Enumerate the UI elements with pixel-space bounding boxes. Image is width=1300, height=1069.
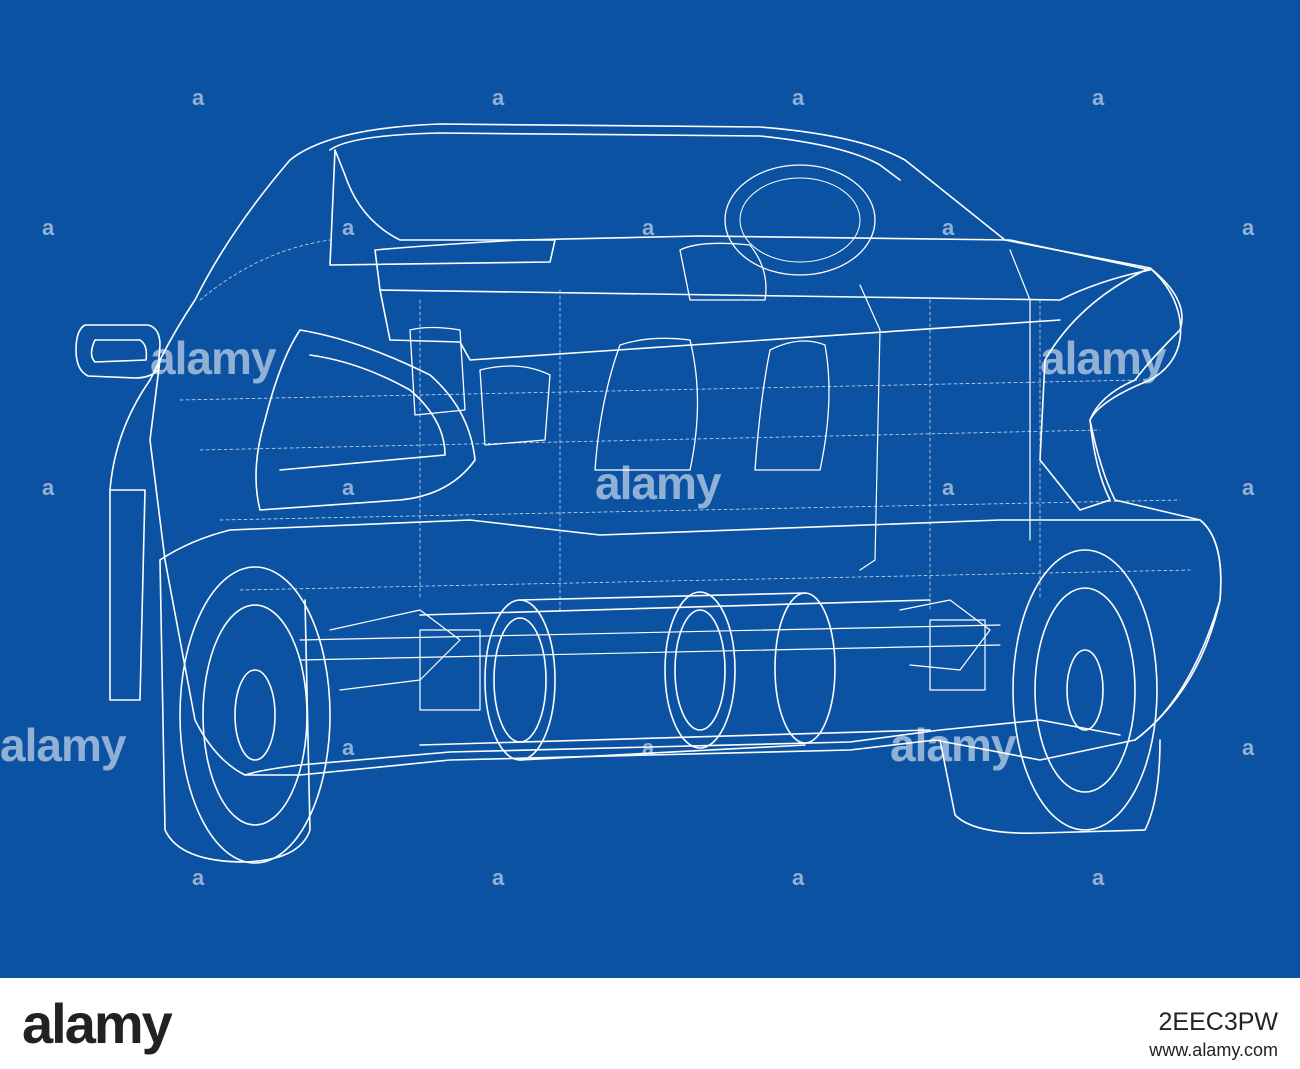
alamy-logo: alamy [22,992,173,1055]
trunk-lid-edge [379,289,1061,361]
wheel-right-hub [1066,649,1104,731]
watermark-glyph: a [492,865,504,890]
door-pillar [859,284,881,571]
front-fender [109,359,161,491]
rear-window [329,149,556,266]
footer-bar: alamy 2EEC3PW www.alamy.com [0,978,1300,1069]
watermark-glyph: a [942,475,954,500]
watermark-glyph: a [1092,865,1104,890]
steering-wheel [724,164,876,276]
tail-light-left-inner [279,354,446,471]
watermark-glyph: a [1242,215,1254,240]
seats [409,242,830,471]
watermark-glyph: a [342,735,354,760]
watermark-glyph: a [42,215,54,240]
watermark-glyph: a [342,215,354,240]
roof-inner [329,132,901,181]
blueprint-drawing: a a a a a a a a a a a a a a a a a a a a … [0,0,1300,978]
tail-light-right [1039,267,1183,511]
watermark-glyph: a [942,215,954,240]
wheel-right-outer [1012,549,1158,831]
watermark-text: alamy [0,719,126,771]
bumper-lower [244,719,1121,776]
watermark-glyph: a [1242,735,1254,760]
tire-right [939,739,1161,834]
wheel-left-outer [179,566,331,864]
battery-pack [419,591,931,761]
rear-axle [299,599,1001,711]
watermark-glyph: a [642,215,654,240]
watermark-glyph: a [1242,475,1254,500]
watermark-glyph: a [1092,85,1104,110]
watermark-text: alamy [1040,332,1166,384]
watermark-glyph: a [342,475,354,500]
roof-outline [149,123,1222,776]
trunk-lid [374,235,1151,301]
watermark-glyph: a [42,475,54,500]
wheel-left-hub [234,669,276,761]
watermark-text: alamy [890,719,1016,771]
tire-left [159,559,311,863]
rear-bumper [159,519,1222,741]
watermark-text: alamy [150,332,276,384]
tail-light-left [255,329,476,511]
watermark-glyph: a [642,735,654,760]
wheel-left-inner [202,604,308,826]
watermark-text: alamy [595,457,721,509]
watermark-glyph: a [792,85,804,110]
car-wireframe [75,123,1222,864]
image-id: 2EEC3PW [1158,1008,1278,1036]
hidden-lines [179,239,1191,611]
wheel-right-inner [1034,587,1136,793]
watermark-glyph: a [792,865,804,890]
side-mirror [75,324,161,379]
watermark-glyph: a [192,85,204,110]
watermark-glyph: a [492,85,504,110]
side-mirror-inner [90,339,148,363]
watermark-glyph: a [192,865,204,890]
site-url: www.alamy.com [1149,1040,1278,1060]
front-wheel [109,489,146,701]
